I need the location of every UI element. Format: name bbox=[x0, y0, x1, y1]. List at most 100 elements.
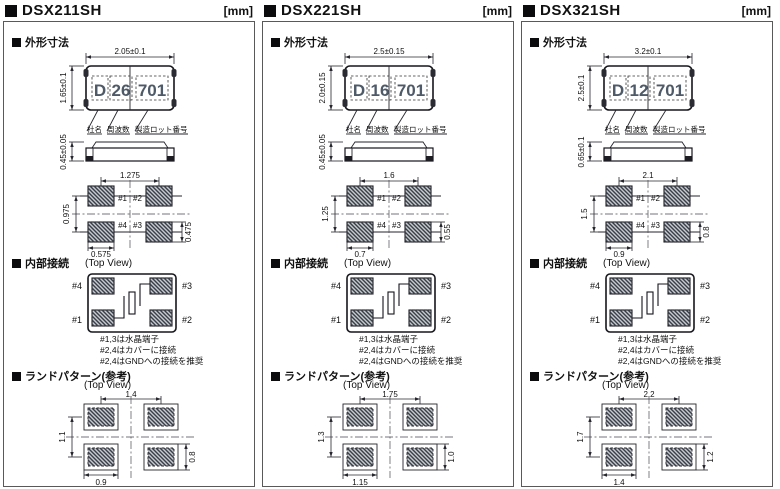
panel-body: 外形寸法 2.5±0.15 2.0±0.15 D 16 701 bbox=[262, 21, 514, 487]
package-panel: DSX321SH [mm] 外形寸法 3.2±0.1 2.5±0.1 bbox=[521, 2, 773, 487]
pin-label: #3 bbox=[700, 281, 710, 291]
internal-connection-drawing: #4 #3 #1 #2 bbox=[72, 273, 192, 333]
body-thickness-dimension: 0.65±0.1 bbox=[577, 136, 586, 168]
body-thickness-dimension: 0.45±0.05 bbox=[318, 134, 327, 170]
body-height-dimension: 2.0±0.15 bbox=[318, 72, 327, 104]
body-width-dimension: 2.5±0.15 bbox=[373, 47, 405, 56]
section-title-text: 外形寸法 bbox=[543, 37, 587, 49]
pad-pitch-y-dimension: 1.25 bbox=[321, 206, 330, 222]
marking-lot-code: 701 bbox=[397, 81, 425, 100]
bullet-square-icon bbox=[12, 371, 21, 381]
corner-castellation bbox=[689, 99, 695, 107]
pad-pitch-x-dimension: 2.1 bbox=[642, 171, 654, 180]
bullet-square-icon bbox=[12, 37, 21, 47]
panel-header: DSX211SH [mm] bbox=[3, 2, 255, 19]
bullet-square-icon bbox=[271, 371, 280, 381]
land-pitch-x-dimension: 1.4 bbox=[125, 390, 137, 399]
pin-label: #4 bbox=[118, 221, 127, 230]
panel-body: 外形寸法 2.05±0.1 1.65±0.1 D 26 701 bbox=[3, 21, 255, 487]
note-line: #2,4はGNDへの接続を推奨 bbox=[618, 356, 722, 366]
land-pitch-x-dimension: 2.2 bbox=[643, 390, 655, 399]
internal-connection-notes: #1,3は水晶端子 #2,4はカバーに接続 #2,4はGNDへの接続を推奨 bbox=[359, 334, 462, 367]
body-width-dimension: 2.05±0.1 bbox=[114, 47, 146, 56]
note-line: #2,4はカバーに接続 bbox=[618, 345, 695, 355]
section-outline-title: 外形寸法 bbox=[12, 34, 69, 50]
marking-lot-code: 701 bbox=[138, 81, 166, 100]
package-top-view-drawing: 3.2±0.1 2.5±0.1 D 12 701 社名 周波数 製造ロット番号 bbox=[577, 47, 706, 135]
marking-frequency-code: 16 bbox=[371, 81, 390, 100]
land-pattern-drawing: 2.2 1.7 1.4 1.2 bbox=[576, 390, 715, 487]
pad-height-dimension: 0.8 bbox=[702, 226, 711, 238]
land-width-dimension: 1.15 bbox=[352, 478, 368, 487]
package-side-view-drawing: 0.65±0.1 bbox=[577, 136, 693, 168]
pad-pitch-x-dimension: 1.275 bbox=[120, 171, 141, 180]
marking-frequency-code: 26 bbox=[112, 81, 131, 100]
marking-company-code: D bbox=[353, 81, 365, 100]
land-pitch-y-dimension: 1.3 bbox=[317, 431, 326, 443]
corner-castellation bbox=[171, 99, 177, 107]
pad-height-dimension: 0.55 bbox=[443, 224, 452, 240]
section-title-text: ランドパターン(参考) bbox=[284, 371, 390, 383]
pin-label: #4 bbox=[72, 281, 82, 291]
package-side-profile bbox=[85, 147, 175, 162]
body-width-dimension: 3.2±0.1 bbox=[635, 47, 662, 56]
terminal-foot bbox=[345, 156, 352, 161]
package-bottom-view-drawing: 2.1 #1 #2 #4 #3 1.5 0.9 0.8 bbox=[580, 171, 711, 259]
land-height-dimension: 1.0 bbox=[447, 451, 456, 463]
corner-castellation bbox=[430, 69, 436, 77]
pin-label: #4 bbox=[636, 221, 645, 230]
panel-body: 外形寸法 3.2±0.1 2.5±0.1 D 12 701 bbox=[521, 21, 773, 487]
note-line: #2,4はカバーに接続 bbox=[359, 345, 436, 355]
marking-frequency-code: 12 bbox=[630, 81, 649, 100]
terminal-foot bbox=[86, 156, 93, 161]
bullet-square-icon bbox=[530, 37, 539, 47]
corner-castellation bbox=[342, 99, 348, 107]
panel-header-left: DSX221SH bbox=[264, 2, 362, 19]
corner-castellation bbox=[430, 99, 436, 107]
pin-label: #3 bbox=[133, 221, 142, 230]
land-pitch-y-dimension: 1.1 bbox=[58, 431, 67, 443]
pin-label: #1 bbox=[636, 194, 645, 203]
pin-label: #2 bbox=[133, 194, 142, 203]
section-title-text: 内部接続 bbox=[284, 258, 328, 270]
note-line: #1,3は水晶端子 bbox=[359, 334, 419, 344]
pad-pitch-y-dimension: 1.5 bbox=[580, 208, 589, 220]
bullet-square-icon bbox=[5, 4, 17, 17]
section-land-title: ランドパターン(参考) bbox=[12, 368, 131, 384]
pin-label: #4 bbox=[377, 221, 386, 230]
pin-label: #1 bbox=[590, 315, 600, 325]
section-title-text: 内部接続 bbox=[25, 258, 69, 270]
bullet-square-icon bbox=[523, 4, 535, 17]
package-bottom-view-drawing: 1.275 #1 #2 #4 #3 0.975 0.575 0.475 bbox=[62, 171, 193, 259]
marking-label-frequency: 周波数 bbox=[625, 124, 648, 134]
crystal-symbol bbox=[373, 283, 409, 319]
land-height-dimension: 0.8 bbox=[188, 451, 197, 463]
pin-label: #1 bbox=[331, 315, 341, 325]
internal-connection-drawing: #4 #3 #1 #2 bbox=[590, 273, 710, 333]
bullet-square-icon bbox=[530, 371, 539, 381]
package-side-view-drawing: 0.45±0.05 bbox=[318, 134, 434, 170]
top-view-label: (Top View) bbox=[84, 380, 132, 391]
note-line: #1,3は水晶端子 bbox=[618, 334, 678, 344]
panel-header-left: DSX211SH bbox=[5, 2, 102, 19]
terminal-foot bbox=[426, 156, 433, 161]
top-view-label: (Top View) bbox=[603, 257, 651, 269]
pin-label: #3 bbox=[182, 281, 192, 291]
section-land-title: ランドパターン(参考) bbox=[530, 368, 649, 384]
package-bottom-view-drawing: 1.6 #1 #2 #4 #3 1.25 0.7 0.55 bbox=[321, 171, 452, 259]
corner-castellation bbox=[83, 69, 89, 77]
pin-label: #2 bbox=[392, 194, 401, 203]
section-outline-title: 外形寸法 bbox=[530, 34, 587, 50]
marking-company-code: D bbox=[612, 81, 624, 100]
section-title-text: ランドパターン(参考) bbox=[25, 371, 131, 383]
land-pattern-drawing: 1.75 1.3 1.15 1.0 bbox=[317, 390, 456, 487]
marking-company-code: D bbox=[94, 81, 106, 100]
pad-width-dimension: 0.9 bbox=[613, 250, 625, 259]
panel-header: DSX221SH [mm] bbox=[262, 2, 514, 19]
package-panel: DSX221SH [mm] 外形寸法 2.5±0.15 2.0±0.15 bbox=[262, 2, 514, 487]
marking-label-lot: 製造ロット番号 bbox=[394, 124, 447, 134]
corner-castellation bbox=[601, 69, 607, 77]
land-height-dimension: 1.2 bbox=[706, 451, 715, 463]
pin-label: #3 bbox=[651, 221, 660, 230]
